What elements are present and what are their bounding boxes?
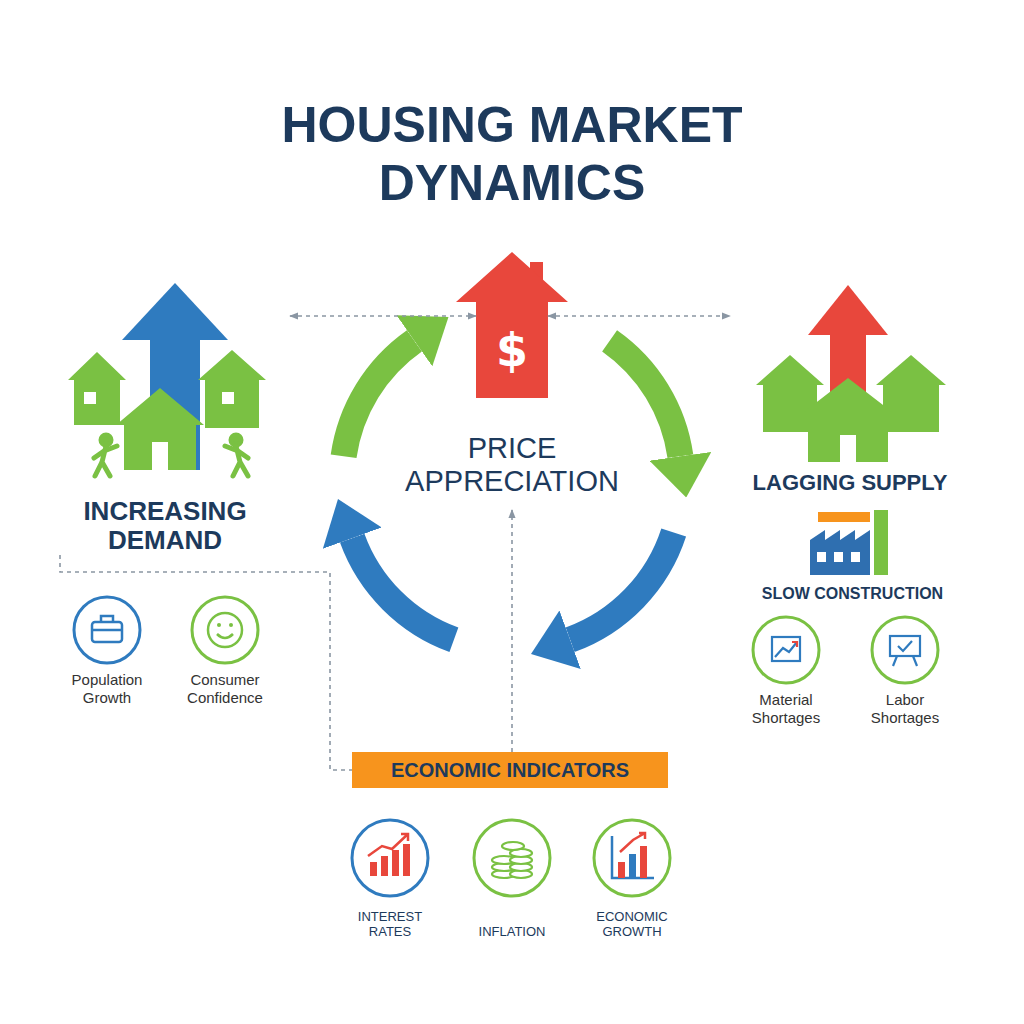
dashed-connector <box>548 315 730 317</box>
node-label: INCREASING DEMAND <box>40 497 290 555</box>
cycle-arrow <box>352 538 454 640</box>
demand-illustration <box>68 283 266 476</box>
material-icon <box>753 617 819 683</box>
node-label: ECONOMIC INDICATORS <box>391 758 629 782</box>
factor-circle: Population Growth <box>52 595 162 707</box>
node-label: INTEREST RATES <box>335 909 445 940</box>
factor-circle: Consumer Confidence <box>165 595 285 707</box>
cycle-arrow <box>610 341 681 457</box>
interest-icon <box>352 820 428 896</box>
indicator-circle: INFLATION <box>457 818 567 940</box>
supply-illustration <box>756 285 946 462</box>
indicator-band: ECONOMIC INDICATORS <box>352 752 668 788</box>
factory-icon <box>810 510 888 575</box>
confidence-icon <box>192 597 258 663</box>
node-label: $ <box>496 327 528 373</box>
indicator-circle: INTEREST RATES <box>335 818 445 940</box>
node-label: Material Shortages <box>731 691 841 727</box>
cycle-arrow <box>570 533 674 640</box>
cycle-arrow <box>344 341 415 457</box>
indicator-circle: ECONOMIC GROWTH <box>577 818 687 940</box>
dashed-connector <box>511 510 513 752</box>
factor-circle: Material Shortages <box>731 615 841 727</box>
dashed-connector <box>290 315 476 317</box>
supply-group: LAGGING SUPPLY <box>730 280 970 495</box>
node-label: Labor Shortages <box>850 691 960 727</box>
inflation-icon <box>474 820 550 896</box>
node-label: Population Growth <box>52 671 162 707</box>
growth-icon <box>594 820 670 896</box>
node-label: PRICE APPRECIATION <box>382 432 642 499</box>
diagram-title: HOUSING MARKET DYNAMICS <box>192 96 832 212</box>
factor-circle: Labor Shortages <box>850 615 960 727</box>
node-label: ECONOMIC GROWTH <box>577 909 687 940</box>
construction-node: SLOW CONSTRUCTION <box>745 505 960 603</box>
labor-icon <box>872 617 938 683</box>
node-label: SLOW CONSTRUCTION <box>762 584 943 603</box>
demand-group: INCREASING DEMAND <box>40 275 290 555</box>
population-icon <box>74 597 140 663</box>
cycle-center: PRICE APPRECIATION <box>382 420 642 510</box>
price-house <box>456 252 568 398</box>
dashed-connector <box>60 555 352 770</box>
price-house-node: $ <box>476 302 548 398</box>
node-label: LAGGING SUPPLY <box>753 470 948 495</box>
node-label: INFLATION <box>479 924 546 940</box>
node-label: Consumer Confidence <box>165 671 285 707</box>
